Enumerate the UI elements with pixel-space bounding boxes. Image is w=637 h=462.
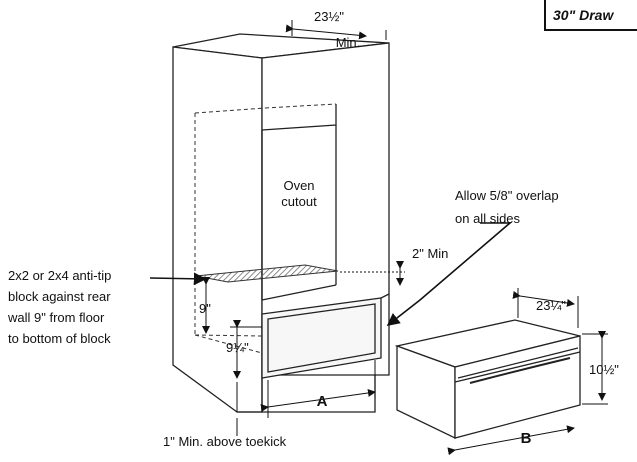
title-text: 30" Draw: [553, 7, 614, 23]
oven-label: Oven: [283, 178, 314, 193]
cutout-label: cutout: [281, 194, 317, 209]
warming-drawer: [394, 319, 581, 440]
oven-cutout: [261, 104, 337, 301]
drawer-opening: [261, 293, 390, 379]
dimension-lines: [202, 20, 608, 456]
antitip-label-line1: 2x2 or 2x4 anti-tip: [8, 268, 111, 283]
dimension-a-label: A: [317, 393, 328, 410]
top-width-label: 23½": [314, 9, 344, 24]
antitip-label-line4: to bottom of block: [8, 331, 111, 346]
overlap-label-line2: on all sides: [455, 211, 521, 226]
toekick-label: 1" Min. above toekick: [163, 434, 287, 449]
leader-arrows: [149, 222, 513, 326]
labels: 23½" Min. Oven cutout Allow 5/8" overlap…: [7, 9, 619, 449]
dimension-b-label: B: [521, 430, 532, 447]
drawer-width-label: 23¼": [536, 298, 566, 313]
antitip-label-line3: wall 9" from floor: [7, 310, 105, 325]
nine-label: 9": [199, 301, 211, 316]
two-min-label: 2" Min: [412, 246, 448, 261]
anti-tip-block: [195, 264, 339, 283]
overlap-label-line1: Allow 5/8" overlap: [455, 188, 559, 203]
antitip-label-line2: block against rear: [8, 289, 111, 304]
drawer-height-label: 10½": [589, 362, 619, 377]
nine-quarter-label: 9¼": [226, 340, 249, 355]
title-box: 30" Draw: [544, 0, 637, 31]
top-min-label: Min.: [336, 35, 361, 50]
